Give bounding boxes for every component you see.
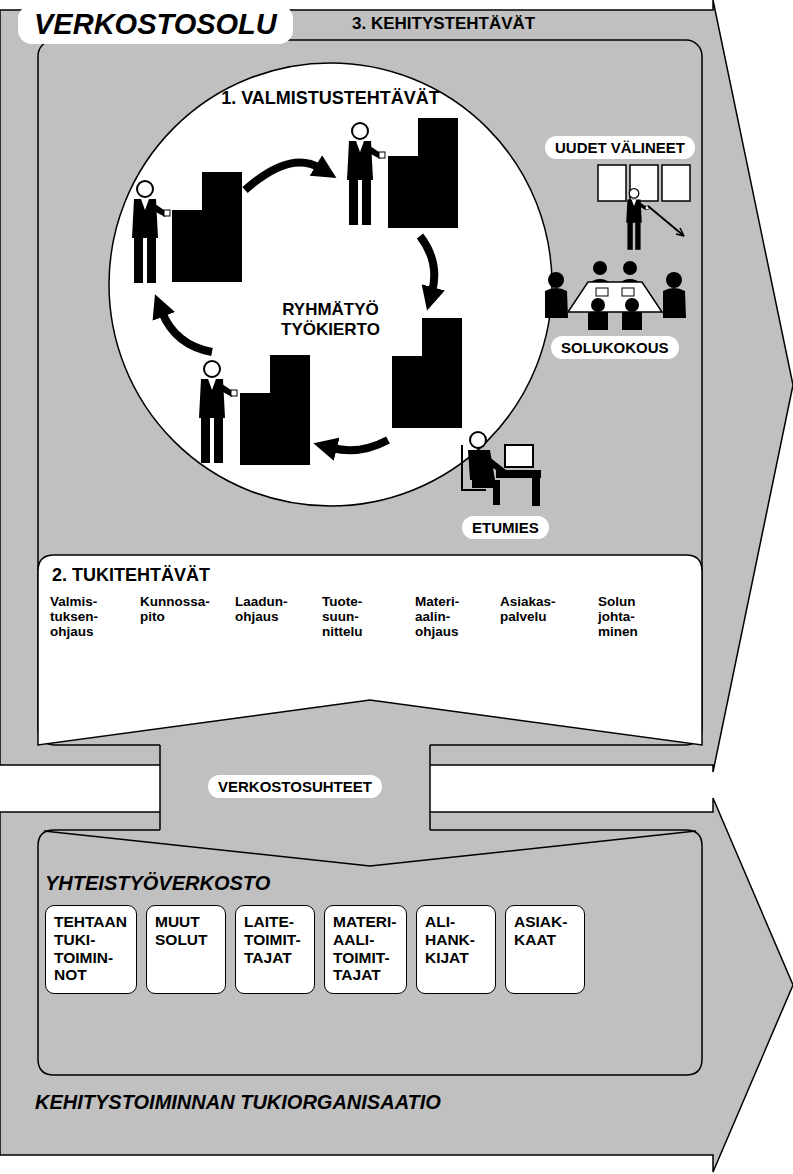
text-holder: 2. TUKITEHTÄVÄT: [52, 565, 210, 586]
band-arrow-fill: [0, 744, 793, 1172]
partner-name: ASIAK- KAAT: [514, 913, 567, 949]
text-holder: ASIAK- KAAT: [514, 913, 567, 949]
partner-name: TEHTAAN TUKI- TOIMIN- NOT: [54, 913, 127, 984]
text-holder: YHTEISTYÖVERKOSTO: [45, 872, 270, 895]
band-arrow: [0, 0, 793, 772]
partner-name: LAITE- TOIMIT- TAJAT: [244, 913, 301, 966]
meeting-label: SOLUKOKOUS: [551, 336, 679, 359]
foreman-label: ETUMIES: [462, 516, 549, 539]
label-holder: VERKOSTOSUHTEET: [208, 775, 382, 798]
box-outline: [38, 555, 702, 745]
label-holder: UUDET VÄLINEET: [545, 136, 695, 159]
inner-panel: [38, 830, 702, 1075]
partner-box: MATERI- AALI- TOIMIT- TAJAT: [324, 905, 407, 994]
text-holder: RYHMÄTYÖ TYÖKIERTO: [108, 300, 553, 339]
label-holder: ETUMIES: [462, 516, 549, 539]
text-holder: TEHTAAN TUKI- TOIMIN- NOT: [54, 913, 127, 984]
text-holder: Kunnossa- pito: [140, 595, 210, 625]
partner-name: MUUT SOLUT: [155, 913, 208, 949]
cell-title: VERKOSTOSOLU: [18, 5, 293, 44]
partner-box: TEHTAAN TUKI- TOIMIN- NOT: [45, 905, 137, 994]
production-heading: 1. VALMISTUSTEHTÄVÄT: [221, 88, 440, 109]
support-tasks-box: 2. TUKITEHTÄVÄT Valmis- tuksen- ohjaus Kun…: [38, 555, 702, 745]
partner-box: MUUT SOLUT: [146, 905, 226, 994]
support-task: Valmis- tuksen- ohjaus: [50, 595, 98, 640]
text-holder: Valmis- tuksen- ohjaus: [50, 595, 98, 640]
text-holder: Materi- aalin- ohjaus: [415, 595, 459, 640]
partner-name: MATERI- AALI- TOIMIT- TAJAT: [333, 913, 396, 984]
teamwork-text: RYHMÄTYÖ TYÖKIERTO: [281, 300, 380, 339]
support-org-title: KEHITYSTOIMINNAN TUKIORGANISAATIO: [35, 1091, 441, 1114]
band-arrow-outline: [0, 745, 793, 1172]
circle-outline: [109, 63, 552, 506]
text-holder: Tuote- suun- nittelu: [322, 595, 363, 640]
partner-name: ALI- HANK- KIJAT: [425, 913, 475, 966]
support-task: Solun johta- minen: [598, 595, 638, 640]
text-holder: Asiakas- palvelu: [500, 595, 556, 625]
development-heading: 3. KEHITYSTEHTÄVÄT: [352, 14, 535, 34]
support-task: Kunnossa- pito: [140, 595, 210, 625]
network-cell-band: 1. VALMISTUSTEHTÄVÄT RYHMÄTYÖ TYÖKIERTO 2.…: [0, 0, 793, 772]
text-holder: Solun johta- minen: [598, 595, 638, 640]
support-task: Laadun- ohjaus: [235, 595, 288, 625]
text-holder: VERKOSTOSOLU: [18, 5, 293, 44]
support-task: Materi- aalin- ohjaus: [415, 595, 459, 640]
text-holder: 3. KEHITYSTEHTÄVÄT: [352, 14, 535, 34]
text-holder: KEHITYSTOIMINNAN TUKIORGANISAATIO: [35, 1091, 441, 1114]
text-holder: MATERI- AALI- TOIMIT- TAJAT: [333, 913, 396, 984]
text-holder: Laadun- ohjaus: [235, 595, 288, 625]
support-task: Tuote- suun- nittelu: [322, 595, 363, 640]
network-relations-label: VERKOSTOSUHTEET: [208, 775, 382, 798]
tools-label: UUDET VÄLINEET: [545, 136, 695, 159]
cooperation-band: TEHTAAN TUKI- TOIMIN- NOT MUUT SOLUT LAITE…: [0, 770, 793, 1174]
funnel-lines: [44, 831, 696, 866]
production-circle-shape: [108, 62, 553, 507]
inner-panel: [38, 40, 702, 745]
support-task: Asiakas- palvelu: [500, 595, 556, 625]
partner-box: ALI- HANK- KIJAT: [416, 905, 496, 994]
text-holder: MUUT SOLUT: [155, 913, 208, 949]
partner-box: LAITE- TOIMIT- TAJAT: [235, 905, 315, 994]
partner-box: ASIAK- KAAT: [505, 905, 585, 994]
production-circle: 1. VALMISTUSTEHTÄVÄT RYHMÄTYÖ TYÖKIERTO: [108, 62, 553, 507]
network-title: YHTEISTYÖVERKOSTO: [45, 872, 270, 895]
text-holder: ALI- HANK- KIJAT: [425, 913, 475, 967]
text-holder: 1. VALMISTUSTEHTÄVÄT: [108, 88, 553, 109]
support-heading: 2. TUKITEHTÄVÄT: [52, 565, 210, 586]
label-holder: SOLUKOKOUS: [551, 336, 679, 359]
text-holder: LAITE- TOIMIT- TAJAT: [244, 913, 301, 967]
